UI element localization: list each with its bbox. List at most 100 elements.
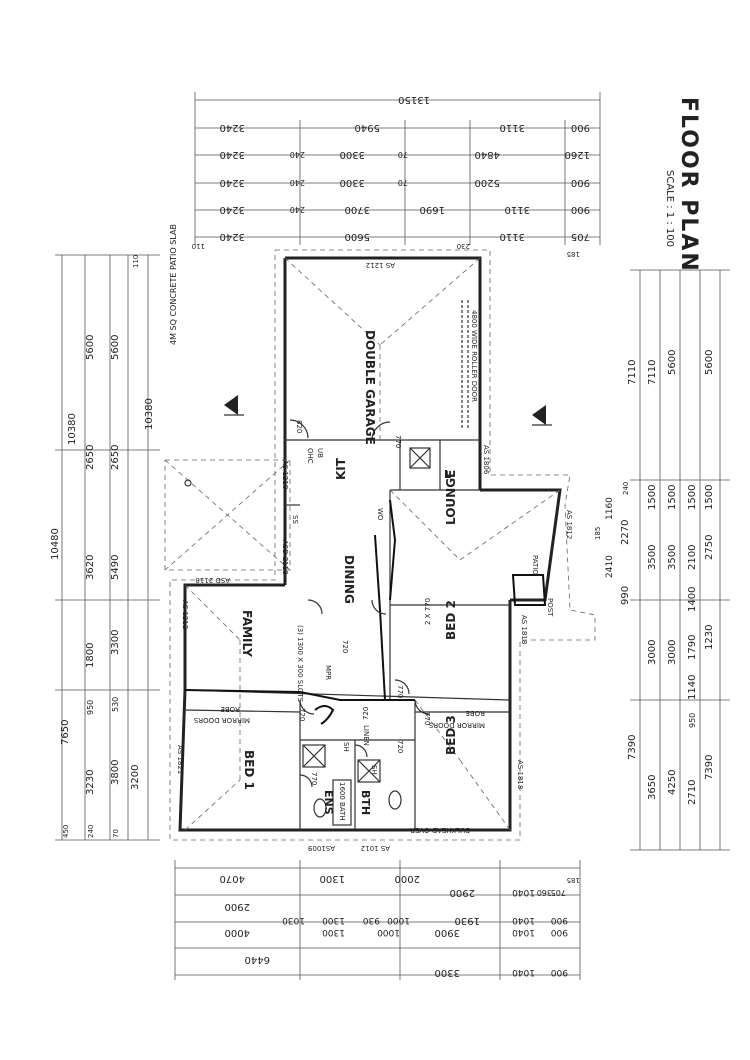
dim-top-4f: 240 — [290, 205, 305, 214]
dim-top-3e: 240 — [290, 178, 305, 187]
dim-bot-3a: 6440 — [245, 954, 270, 965]
dim-right-7a: 7390 — [627, 735, 638, 760]
dim-left-2f: 5600 — [85, 335, 96, 360]
dim-top-3a: 3240 — [220, 177, 245, 188]
door-labels: 820 770 770 770 720 720 720 770 720 — [295, 420, 431, 785]
dim-right-3b: 3000 — [647, 640, 658, 665]
dim-left-4b: 10380 — [144, 398, 155, 430]
room-bed2: BED 2 — [444, 600, 458, 640]
dim-left-1b: 10380 — [67, 413, 78, 445]
dim-top-4b: 3700 — [345, 204, 370, 215]
dim-bot-0a: 4070 — [220, 873, 245, 884]
window-as1212-top: AS 1212 — [366, 261, 395, 269]
dim-bot-2c: 1000 — [377, 927, 400, 937]
dim-right-2a: 2410 — [605, 555, 615, 578]
dim-top-5d: 705 — [571, 231, 590, 242]
hand-markup — [184, 499, 547, 725]
label-family-slots: (3) 1300 X 300 SLOTS — [296, 625, 304, 703]
dim-bot-1g: 1040 — [512, 915, 535, 925]
dim-right-7d: 2710 — [687, 780, 698, 805]
dim-bot-1a: 2900 — [225, 901, 250, 912]
door-720-linen: 720 — [362, 707, 370, 720]
room-lounge: LOUNGE — [444, 470, 458, 525]
window-as1812: AS 1812 — [565, 510, 573, 539]
window-as1806: AS 1806 — [482, 445, 490, 475]
room-bed1: BED 1 — [242, 750, 256, 790]
dim-top-5f: 230 — [457, 242, 470, 250]
dim-bot-2f: 900 — [551, 927, 568, 937]
dim-top-total: 13150 — [398, 94, 430, 105]
dim-right-4b: 3000 — [667, 640, 678, 665]
plan-scale: SCALE : 1 : 100 — [664, 170, 675, 247]
dim-bot-2a: 4000 — [225, 927, 250, 938]
dim-bot-0h: 185 — [567, 876, 580, 884]
dim-right-3c: 1500 — [647, 485, 658, 510]
dim-bot-1e: 1000 — [387, 915, 410, 925]
door-770-ens: 770 — [310, 772, 318, 785]
dim-top-3d: 900 — [571, 177, 590, 188]
window-as1009: AS1009 — [308, 844, 335, 852]
dim-right-0c: 5600 — [667, 350, 678, 375]
dim-bot-3c: 1040 — [512, 967, 535, 977]
dim-top-4e: 900 — [571, 204, 590, 215]
dim-bot-1b: 1030 — [282, 915, 305, 925]
dim-bot-0d: 2900 — [450, 887, 475, 898]
label-wo: WO — [376, 508, 384, 521]
dim-bot-0g: 705 — [551, 888, 566, 897]
window-as1818-bed3: AS 1818 — [516, 760, 524, 789]
dim-left-2c: 1800 — [85, 643, 96, 668]
dim-right-7b: 3650 — [647, 775, 658, 800]
dim-top-2b: 3300 — [340, 149, 365, 160]
left-dimensions: 10480 7650 10380 3230 950 1800 3620 2650… — [50, 254, 160, 841]
dim-bot-0c: 2000 — [395, 873, 420, 884]
label-ub: UB — [316, 448, 324, 458]
dim-right-6b: 1230 — [704, 625, 715, 650]
dim-top-4d: 3110 — [505, 204, 530, 215]
label-post: POST — [546, 598, 554, 617]
roof-lines — [164, 249, 596, 841]
dim-right-1c: 185 — [594, 527, 602, 540]
dim-top-3b: 3300 — [340, 177, 365, 188]
window-as1218: AS 1218 — [281, 460, 289, 489]
dim-left-5c: 70 — [112, 829, 120, 838]
window-as1818-bed2: AS 1818 — [520, 615, 528, 644]
dim-left-2d: 3620 — [85, 555, 96, 580]
dim-top-3c: 5200 — [475, 177, 500, 188]
dim-right-7c: 4250 — [667, 770, 678, 795]
dim-left-3f: 5600 — [110, 335, 121, 360]
room-kit: KIT — [334, 457, 348, 480]
dim-bot-3b: 3300 — [435, 967, 460, 978]
dim-top-2a: 3240 — [220, 149, 245, 160]
fixtures — [184, 447, 431, 826]
label-patio-post: PATIO — [531, 555, 539, 575]
dim-bot-3d: 900 — [551, 967, 568, 977]
label-linen: LINEN — [362, 725, 370, 746]
dim-right-0b: 7110 — [647, 360, 658, 385]
label-mirror-2: MIRROR DOORS — [428, 721, 485, 729]
room-dining: DINING — [342, 555, 356, 604]
label-patio-slab: 4M SQ CONCRETE PATIO SLAB — [169, 224, 178, 345]
room-l: L — [444, 468, 451, 481]
dim-bot-2d: 3900 — [435, 927, 460, 938]
plan-title: FLOOR PLAN — [676, 97, 701, 273]
section-markers — [224, 395, 552, 426]
dim-right-4a: 3500 — [667, 545, 678, 570]
dim-left-4a: 3200 — [130, 765, 141, 790]
dim-top-1b: 5940 — [355, 122, 380, 133]
dim-bot-1h: 900 — [551, 915, 568, 925]
label-roller-door: 4800 WIDE ROLLER DOOR — [470, 310, 478, 402]
dim-bot-0b: 1300 — [320, 873, 345, 884]
room-bth: BTH — [359, 790, 372, 815]
dim-right-5a: 2100 — [687, 545, 698, 570]
dim-top-5c: 3110 — [500, 231, 525, 242]
door-770-bed3: 770 — [423, 712, 431, 725]
window-labels: AS 1212 AS 1218 ASD 2118 ASD 2118 AS 121… — [176, 261, 573, 852]
label-sh-1: SH — [342, 742, 350, 752]
dim-top-2f: 70 — [398, 150, 408, 159]
dim-bot-1f: 1930 — [455, 915, 480, 926]
dim-bot-0f: 360 — [537, 888, 552, 897]
dim-left-3b: 530 — [111, 697, 120, 712]
dim-left-5a: 450 — [62, 825, 70, 838]
dim-left-1a: 7650 — [60, 720, 71, 745]
